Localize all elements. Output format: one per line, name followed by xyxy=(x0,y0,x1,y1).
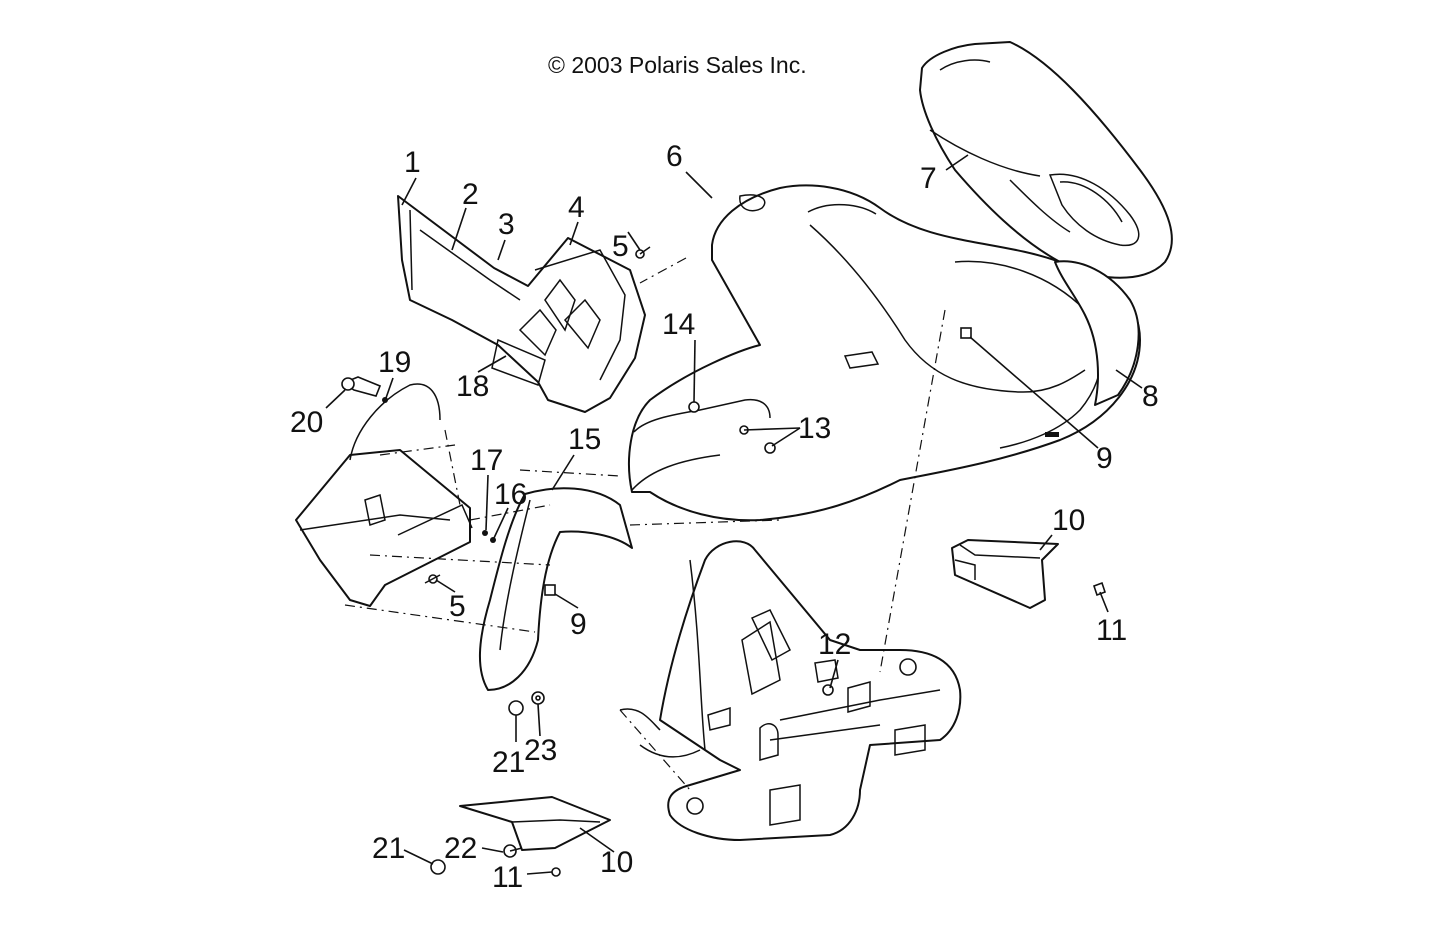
callout-22: 22 xyxy=(444,832,478,865)
callout-3: 3 xyxy=(498,208,515,241)
bracket-right-part xyxy=(951,539,1059,609)
callout-10-lower: 10 xyxy=(600,846,634,879)
callout-21: 21 xyxy=(492,746,526,779)
callout-12: 12 xyxy=(818,628,852,661)
callout-8: 8 xyxy=(1142,380,1159,413)
callout-9-lower: 9 xyxy=(570,608,587,641)
callout-7: 7 xyxy=(920,162,937,195)
callout-16: 16 xyxy=(494,478,528,511)
callout-19: 19 xyxy=(378,346,412,379)
front-panel-part xyxy=(397,195,646,413)
leader-lines xyxy=(325,154,1143,875)
callout-15: 15 xyxy=(568,423,602,456)
callout-14: 14 xyxy=(662,308,696,341)
callout-13: 13 xyxy=(798,412,832,445)
callout-11-lower: 11 xyxy=(492,861,524,894)
bracket-bottom-part xyxy=(459,796,611,851)
callout-23: 23 xyxy=(524,734,558,767)
callout-20: 20 xyxy=(290,406,324,439)
footrest-part xyxy=(295,383,473,607)
fender-flare-part xyxy=(479,487,633,691)
rear-cab-part xyxy=(628,184,1141,522)
callout-18: 18 xyxy=(456,370,490,403)
callout-11: 11 xyxy=(1096,614,1128,647)
callout-5: 5 xyxy=(612,230,629,263)
callout-5-lower: 5 xyxy=(449,590,466,623)
callout-2: 2 xyxy=(462,178,479,211)
callout-10: 10 xyxy=(1052,504,1086,537)
callout-21-lower: 21 xyxy=(372,832,406,865)
rear-fender-part xyxy=(1054,260,1140,406)
callout-17: 17 xyxy=(470,444,504,477)
callout-4: 4 xyxy=(568,191,585,224)
construction-lines xyxy=(344,257,946,791)
copyright-notice: © 2003 Polaris Sales Inc. xyxy=(548,52,807,78)
seat-part xyxy=(919,41,1173,279)
callout-1: 1 xyxy=(404,146,421,179)
callout-6: 6 xyxy=(666,140,683,173)
frame-part xyxy=(619,540,962,841)
callout-9: 9 xyxy=(1096,442,1113,475)
